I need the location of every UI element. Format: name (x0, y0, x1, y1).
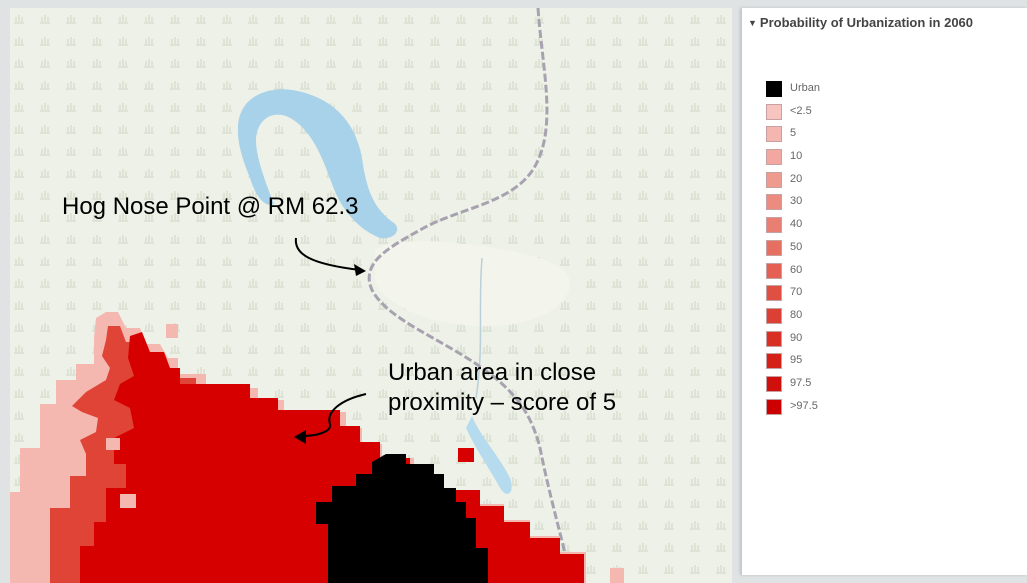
callout-arrow-hog-nose (294, 237, 361, 271)
legend-label: 97.5 (790, 376, 812, 389)
legend-label: 30 (790, 195, 803, 208)
legend-swatch (766, 285, 782, 302)
legend-label: 70 (790, 286, 803, 299)
legend-swatch (766, 330, 782, 347)
callout-urban-line-1: Urban area in close (388, 359, 597, 386)
arrow-head-icon (294, 430, 306, 444)
raster-cell (166, 324, 178, 338)
stream-line (475, 257, 483, 399)
legend-label: Urban (790, 82, 820, 94)
legend-swatch (766, 307, 782, 324)
legend-header[interactable]: ▼Probability of Urbanization in 2060 (748, 16, 1024, 30)
legend-swatch (766, 398, 782, 415)
legend-swatch (766, 126, 782, 143)
legend-label: 60 (790, 263, 803, 276)
legend-swatch (766, 103, 782, 120)
legend-swatch (766, 149, 782, 166)
oxbow-lake (237, 89, 398, 239)
legend-title: Probability of Urbanization in 2060 (759, 15, 974, 30)
legend-label: 50 (790, 240, 803, 253)
callout-urban-line-2: proximity – score of 5 (388, 389, 617, 416)
legend-label: 90 (790, 331, 803, 344)
arrow-head-icon (354, 264, 366, 276)
urban-zone (316, 454, 488, 583)
legend-label: >97.5 (790, 399, 818, 412)
legend-swatch (766, 81, 782, 97)
legend-label: 80 (790, 308, 803, 321)
road (367, 8, 574, 583)
legend-label: 95 (790, 354, 803, 367)
legend-swatch (766, 375, 782, 392)
clearing-area (375, 241, 570, 327)
callout-arrow-urban (301, 393, 367, 437)
legend-swatch (766, 194, 782, 211)
urbanization-raster (10, 312, 624, 583)
legend-swatch (766, 217, 782, 234)
legend-panel: ▼Probability of Urbanization in 2060 Urb… (741, 8, 1027, 575)
legend-label: 20 (790, 172, 803, 185)
legend-label: 5 (790, 127, 797, 140)
legend-swatch (766, 171, 782, 188)
legend-label: <2.5 (790, 104, 812, 117)
callout-hog-nose-point: Hog Nose Point @ RM 62.3 (62, 193, 359, 220)
legend-label: 40 (790, 218, 803, 231)
chevron-down-icon[interactable]: ▼ (748, 18, 757, 28)
map-view[interactable]: Hog Nose Point @ RM 62.3 Urban area in c… (10, 8, 732, 583)
legend-swatch (766, 239, 782, 256)
creek (466, 416, 512, 494)
raster-cell (458, 448, 474, 462)
legend-swatch (766, 262, 782, 279)
raster-cell (120, 494, 136, 508)
callout-urban-area: Urban area in close proximity – score of… (388, 358, 616, 418)
raster-cell (106, 438, 120, 450)
map-canvas[interactable] (10, 8, 732, 583)
legend-swatch (766, 353, 782, 370)
raster-cell (610, 568, 624, 583)
legend-label: 10 (790, 150, 803, 163)
